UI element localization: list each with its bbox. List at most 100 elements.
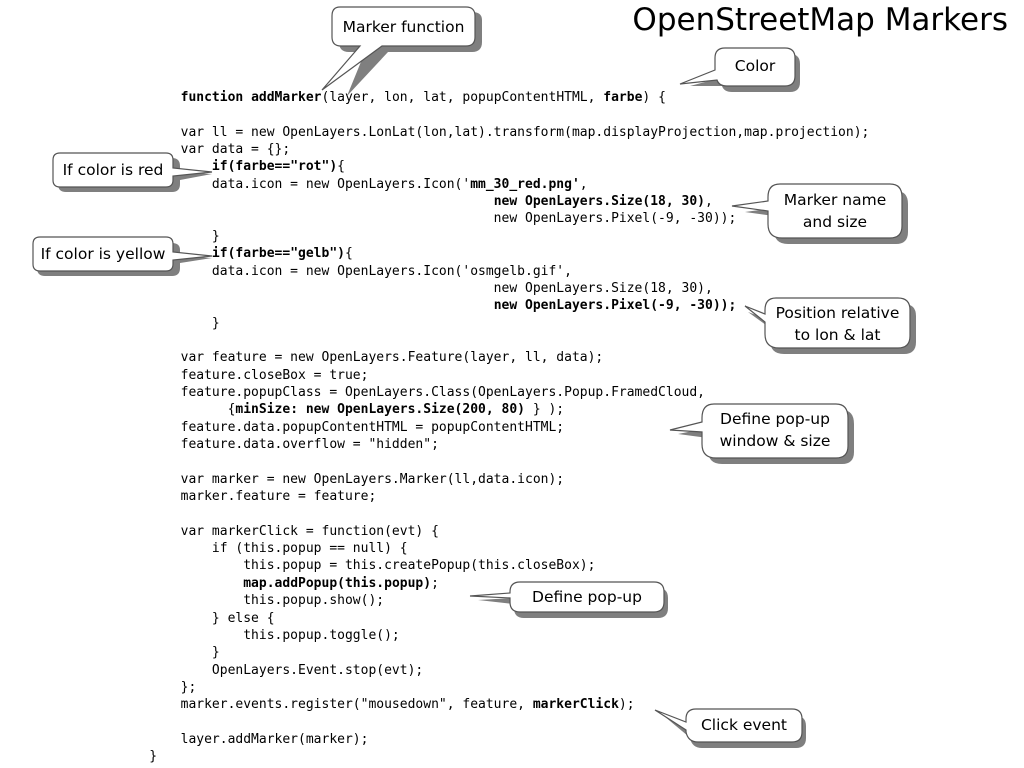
code-line: marker.events.register("mousedown", feat… [118,696,635,713]
code-keyword: new OpenLayers.Size(18, 30) [493,194,706,210]
code-text: { [337,159,345,175]
code-text: (layer, lon, lat, popupContentHTML, [321,90,604,105]
code-text: var marker = new OpenLayers.Marker(ll,da… [118,471,565,487]
code-text: } [118,228,220,244]
code-text: new OpenLayers.Pixel(-9, -30)); [118,211,737,227]
code-text: this.popup.show(); [118,593,385,609]
code-line: this.popup = this.createPopup(this.close… [118,557,595,574]
code-line: var feature = new OpenLayers.Feature(lay… [118,349,604,366]
callout-marker-function [321,6,482,96]
callout-text-position: Position relative to lon & lat [775,304,900,344]
callout-text-popup-window: Define pop-up window & size [719,410,831,450]
code-text: { [118,402,236,418]
code-line: data.icon = new OpenLayers.Icon('osmgelb… [118,263,572,280]
code-keyword: farbe [603,90,643,105]
callout-text-marker-function: Marker function [342,18,465,36]
code-line: var data = {}; [118,141,291,158]
page-title: OpenStreetMap Markers [632,2,1008,38]
code-line: } [118,315,220,332]
code-text: ; [431,575,439,591]
code-text: } [118,645,220,661]
code-line: layer.addMarker(marker); [118,731,369,748]
code-text: new OpenLayers.Size(18, 30), [118,280,713,296]
callout-if-red [52,152,213,192]
code-text: feature.popupClass = OpenLayers.Class(Op… [118,384,705,400]
code-text: , [579,176,588,192]
callout-text-if-yellow: If color is yellow [40,245,166,263]
code-line: }; [118,679,197,696]
code-line: OpenLayers.Event.stop(evt); [118,662,423,679]
code-text: OpenLayers.Event.stop(evt); [118,662,424,678]
code-text: { [344,246,353,262]
code-line: var ll = new OpenLayers.LonLat(lon,lat).… [118,124,870,141]
callout-define-popup [469,581,668,618]
code-text: } ); [525,402,565,418]
callout-popup-window [669,403,854,464]
code-text: var data = {}; [118,142,291,158]
code-line: feature.data.popupContentHTML = popupCon… [118,419,565,436]
code-text: var feature = new OpenLayers.Feature(lay… [118,350,604,366]
code-line: data.icon = new OpenLayers.Icon('mm_30_r… [118,176,588,193]
callout-marker-name-size [731,183,908,244]
callout-text-marker-name-size: Marker name and size [783,191,887,231]
code-text: this.popup = this.createPopup(this.close… [118,558,596,574]
code-text: feature.data.overflow = "hidden"; [118,437,439,452]
code-line: } [118,644,220,661]
code-keyword: map.addPopup(this.popup) [243,575,432,591]
code-line: marker.feature = feature; [118,488,377,505]
code-text: layer.addMarker(marker); [118,731,369,747]
code-text: feature.data.popupContentHTML = popupCon… [118,419,565,435]
code-text: data.icon = new OpenLayers.Icon(' [118,176,471,192]
code-line: } else { [118,610,275,627]
code-text: var markerClick = function(evt) { [118,523,439,539]
code-line: map.addPopup(this.popup); [118,575,439,592]
callout-text-color: Color [734,57,776,75]
code-line: if(farbe=="rot"){ [118,158,345,175]
code-line: new OpenLayers.Size(18, 30), [118,193,713,210]
code-keyword: if(farbe=="rot") [211,159,338,175]
code-line: {minSize: new OpenLayers.Size(200, 80) }… [118,401,565,418]
callout-if-yellow [32,236,213,276]
code-line: if(farbe=="gelb"){ [118,245,353,262]
code-text: feature.closeBox = true; [118,367,369,383]
callout-color [679,47,800,92]
code-keyword: function addMarker [180,90,322,105]
code-line: this.popup.toggle(); [118,627,400,644]
code-line: feature.closeBox = true; [118,367,369,384]
code-line: var markerClick = function(evt) { [118,523,439,540]
code-keyword: new OpenLayers.Pixel(-9, -30)); [493,298,737,314]
code-line: new OpenLayers.Size(18, 30), [118,280,713,297]
code-text: ); [618,697,635,713]
code-line: new OpenLayers.Pixel(-9, -30)); [118,297,737,314]
code-line: if (this.popup == null) { [118,540,408,557]
code-keyword: mm_30_red.png' [470,176,580,192]
code-line: } [118,228,220,245]
code-line: new OpenLayers.Pixel(-9, -30)); [118,210,737,227]
code-keyword: minSize: new OpenLayers.Size(200, 80) [235,402,525,418]
callout-text-click-event: Click event [700,716,787,734]
code-text: if (this.popup == null) { [118,541,408,557]
code-text: data.icon = new OpenLayers.Icon('osmgelb… [118,263,572,279]
code-line: var marker = new OpenLayers.Marker(ll,da… [118,471,565,488]
code-text: var ll = new OpenLayers.LonLat(lon,lat).… [118,124,870,140]
code-line: function addMarker(layer, lon, lat, popu… [118,89,666,106]
callout-text-if-red: If color is red [62,161,164,179]
code-text: , [705,194,713,210]
code-line: feature.popupClass = OpenLayers.Class(Op… [118,384,705,401]
code-keyword: if(farbe=="gelb") [211,246,345,262]
code-text: ) { [642,90,666,105]
code-text: } else { [118,610,275,626]
callout-text-define-popup: Define pop-up [532,588,642,606]
code-keyword: markerClick [532,697,619,713]
code-line: this.popup.show(); [118,592,384,609]
code-text: }; [118,679,197,695]
callout-click-event [654,708,806,748]
code-line: feature.data.overflow = "hidden"; [118,436,439,453]
code-line: } [118,748,157,765]
callout-position [744,297,916,354]
code-text: } [118,749,158,765]
code-text: marker.events.register("mousedown", feat… [118,697,533,713]
code-text: } [118,315,220,331]
